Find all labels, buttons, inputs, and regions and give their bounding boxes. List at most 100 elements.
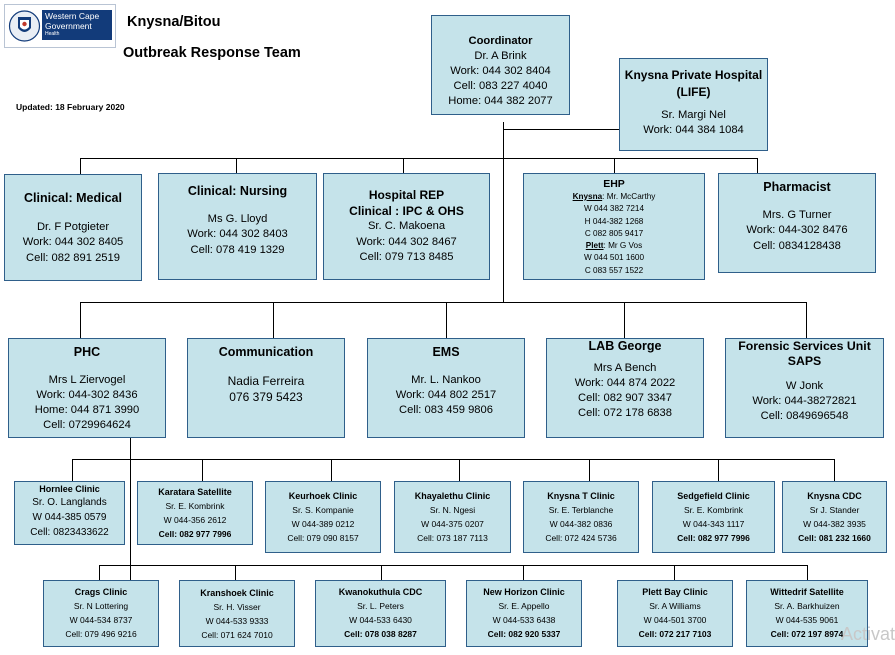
connector — [202, 459, 203, 481]
khayalethu-clinic-cell: Cell: 073 187 7113 — [417, 533, 488, 543]
ehp-knysna-name: : Mr. McCarthy — [602, 192, 656, 201]
khayalethu-clinic-name: Sr. N. Ngesi — [429, 505, 476, 515]
lab-george-work: Work: 044 874 2022 — [574, 377, 676, 389]
phc-cell: Cell: 0729964624 — [43, 419, 131, 431]
connector — [503, 129, 619, 130]
new-horizon-clinic-box: New Horizon Clinic Sr. E. Appello W 044-… — [466, 580, 582, 647]
clinical-nursing-cell: Cell: 078 419 1329 — [190, 243, 285, 256]
hornlee-clinic-title: Hornlee Clinic — [39, 484, 100, 494]
hornlee-clinic-name: Sr. O. Langlands — [32, 497, 107, 508]
ehp-plett-contact: Plett: Mr G Vos — [524, 240, 704, 252]
crags-clinic-cell: Cell: 079 496 9216 — [65, 629, 137, 639]
forensic-services-cell: Cell: 0849696548 — [760, 410, 849, 422]
sedgefield-clinic-title: Sedgefield Clinic — [677, 491, 750, 501]
hornlee-clinic-work: W 044-385 0579 — [32, 512, 107, 523]
hospital-rep-title: Hospital REP — [368, 188, 445, 202]
clinical-nursing-name: Ms G. Lloyd — [207, 212, 268, 225]
connector — [331, 459, 332, 481]
kwanokuthula-cdc-title: Kwanokuthula CDC — [338, 587, 423, 597]
kranshoek-clinic-box: Kranshoek Clinic Sr. H. Visser W 044-533… — [179, 580, 295, 647]
coat-of-arms-icon — [8, 10, 41, 42]
wittedrif-satellite-cell: Cell: 072 197 8974 — [770, 629, 844, 639]
connector — [624, 302, 625, 338]
coordinator-work: Work: 044 302 8404 — [450, 65, 551, 77]
connector — [235, 565, 236, 580]
hornlee-clinic-cell: Cell: 0823433622 — [30, 527, 109, 538]
updated-date: Updated: 18 February 2020 — [16, 102, 125, 112]
connector — [834, 459, 835, 481]
connector — [381, 565, 382, 580]
phc-name: Mrs L Ziervogel — [48, 374, 126, 386]
knysna-t-clinic-title: Knysna T Clinic — [547, 491, 615, 501]
communication-phone: 076 379 5423 — [229, 390, 303, 404]
communication-title: Communication — [218, 345, 314, 359]
ems-work: Work: 044 802 2517 — [395, 389, 497, 401]
ehp-box: EHP Knysna: Mr. McCarthy W 044 382 7214 … — [523, 173, 705, 280]
connector — [674, 565, 675, 580]
ehp-plett-name: : Mr G Vos — [603, 241, 643, 251]
lab-george-box: LAB George Mrs A Bench Work: 044 874 202… — [546, 338, 704, 438]
keurhoek-clinic-box: Keurhoek Clinic Sr. S. Kompanie W 044-38… — [265, 481, 381, 553]
ems-title: EMS — [432, 345, 460, 359]
connector — [99, 565, 100, 580]
hornlee-clinic-box: Hornlee Clinic Sr. O. Langlands W 044-38… — [14, 481, 125, 545]
new-horizon-clinic-name: Sr. E. Appello — [498, 601, 550, 611]
hospital-rep-cell: Cell: 079 713 8485 — [359, 251, 454, 263]
keurhoek-clinic-work: W 044-389 0212 — [291, 519, 355, 529]
karatara-satellite-title: Karatara Satellite — [158, 487, 232, 497]
header-title-2: Outbreak Response Team — [123, 45, 301, 61]
connector — [757, 158, 758, 174]
crags-clinic-box: Crags Clinic Sr. N Lottering W 044-534 8… — [43, 580, 159, 647]
header-title-1: Knysna/Bitou — [127, 14, 221, 30]
forensic-services-work: Work: 044-38272821 — [752, 395, 857, 407]
logo-line2: Government — [45, 21, 92, 31]
logo-dept: Health — [45, 31, 60, 37]
phc-title: PHC — [73, 345, 101, 359]
private-hospital-contact: Sr. Margi Nel — [661, 109, 726, 121]
connector — [130, 438, 131, 580]
forensic-services-box: Forensic Services Unit SAPS W Jonk Work:… — [725, 338, 884, 438]
new-horizon-clinic-title: New Horizon Clinic — [483, 587, 565, 597]
new-horizon-clinic-work: W 044-533 6438 — [492, 615, 556, 625]
coordinator-box: Coordinator Dr. A Brink Work: 044 302 84… — [431, 15, 570, 115]
wittedrif-satellite-box: Wittedrif Satellite Sr. A. Barkhuizen W … — [746, 580, 868, 647]
kranshoek-clinic-cell: Cell: 071 624 7010 — [201, 630, 273, 640]
kranshoek-clinic-name: Sr. H. Visser — [213, 602, 261, 612]
crags-clinic-name: Sr. N Lottering — [73, 601, 129, 611]
communication-box: Communication Nadia Ferreira 076 379 542… — [187, 338, 345, 438]
clinical-medical-work: Work: 044 302 8405 — [22, 236, 124, 248]
sedgefield-clinic-work: W 044-343 1117 — [682, 519, 745, 529]
coordinator-title: Coordinator — [468, 35, 533, 47]
pharmacist-name: Mrs. G Turner — [762, 208, 832, 221]
wittedrif-satellite-name: Sr. A. Barkhuizen — [774, 601, 840, 611]
crags-clinic-title: Crags Clinic — [74, 587, 128, 597]
connector — [80, 158, 757, 159]
phc-home: Home: 044 871 3990 — [34, 404, 140, 416]
clinical-nursing-box: Clinical: Nursing Ms G. Lloyd Work: 044 … — [158, 173, 317, 280]
sedgefield-clinic-cell: Cell: 082 977 7996 — [677, 533, 750, 543]
sedgefield-clinic-name: Sr. E. Kombrink — [683, 505, 744, 515]
wittedrif-satellite-work: W 044-535 9061 — [775, 615, 839, 625]
connector — [446, 302, 447, 338]
private-hospital-work: Work: 044 384 1084 — [643, 124, 744, 136]
private-hospital-title: Knysna Private Hospital (LIFE) — [624, 68, 763, 99]
clinical-medical-box: Clinical: Medical Dr. F Potgieter Work: … — [4, 174, 142, 281]
kranshoek-clinic-work: W 044-533 9333 — [205, 616, 269, 626]
forensic-services-name: W Jonk — [785, 380, 824, 392]
wittedrif-satellite-title: Wittedrif Satellite — [770, 587, 844, 597]
ehp-knysna-cell: C 082 805 9417 — [584, 228, 644, 238]
phc-work: Work: 044-302 8436 — [36, 389, 138, 401]
connector — [72, 459, 834, 460]
hospital-rep-name: Sr. C. Makoena — [367, 220, 446, 232]
lab-george-name: Mrs A Bench — [593, 362, 657, 374]
keurhoek-clinic-title: Keurhoek Clinic — [288, 491, 358, 501]
knysna-cdc-title: Knysna CDC — [807, 491, 862, 501]
private-hospital-box: Knysna Private Hospital (LIFE) Sr. Margi… — [619, 58, 768, 151]
ehp-knysna-contact: Knysna: Mr. McCarthy — [524, 191, 704, 203]
lab-george-cell-2: Cell: 072 178 6838 — [578, 407, 672, 419]
knysna-t-clinic-work: W 044-382 0836 — [549, 519, 613, 529]
connector — [459, 459, 460, 481]
connector — [718, 459, 719, 481]
kwanokuthula-cdc-cell: Cell: 078 038 8287 — [344, 629, 417, 639]
kwanokuthula-cdc-name: Sr. L. Peters — [357, 601, 404, 611]
